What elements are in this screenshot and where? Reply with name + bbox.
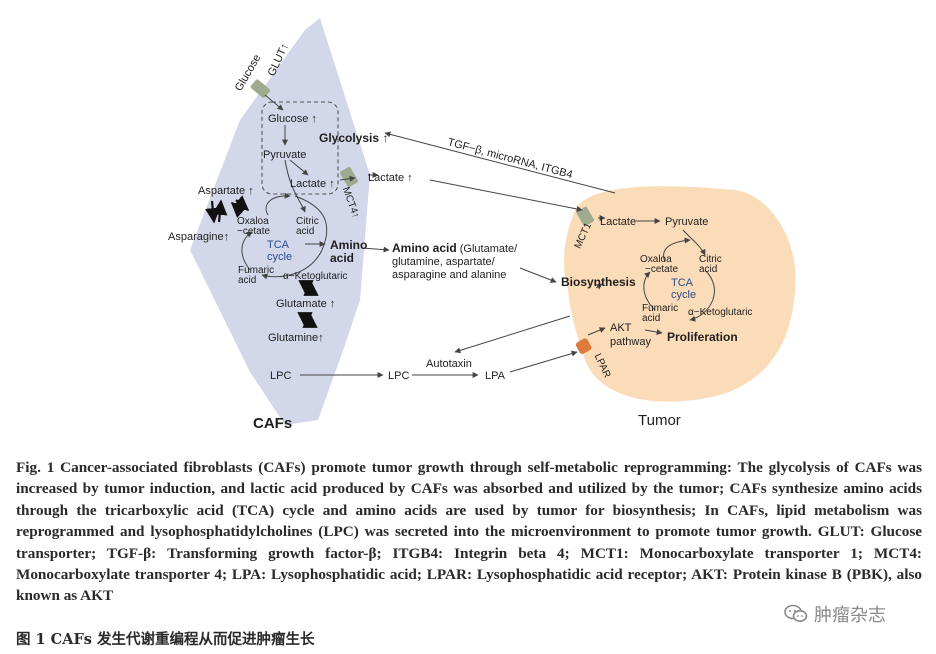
akt-label: AKT [610, 322, 632, 334]
asparagine-label: Asparagine↑ [168, 231, 229, 243]
amino-acid-line2: glutamine, aspartate/ [392, 256, 496, 268]
glycolysis-label: Glycolysis ↑ [319, 131, 388, 145]
amino-acid-rest: (Glutamate/ [457, 243, 518, 255]
tumor-tca-label: TCA [671, 277, 694, 289]
tumor-tca-label-2: cycle [671, 289, 696, 301]
middle-lactate-label: Lactate ↑ [368, 172, 413, 184]
tumor-cell-label: Tumor [638, 412, 681, 429]
glutamine-label: Glutamine↑ [268, 332, 324, 344]
caf-oxaloacetate-label: Oxaloa [237, 216, 269, 227]
caf-lactate-label: Lactate ↑ [290, 178, 335, 190]
caf-ketoglutaric-label: α−Ketoglutaric [283, 271, 347, 282]
caf-amino-acid-label-2: acid [330, 251, 354, 265]
amino-acid-title: Amino acid [392, 241, 457, 255]
tumor-citric-label-2: acid [699, 264, 717, 275]
caf-citric-label-2: acid [296, 226, 314, 237]
amino-acid-line3: asparagine and alanine [392, 269, 506, 281]
tumor-oxaloacetate-label-2: −cetate [645, 264, 679, 275]
amino-acid-text: Amino acid (Glutamate/ [392, 241, 518, 255]
tumor-fumaric-label-2: acid [642, 313, 660, 324]
watermark-text: 肿瘤杂志 [814, 605, 886, 626]
akt-label-2: pathway [610, 336, 651, 348]
aspartate-label: Aspartate ↑ [198, 185, 254, 197]
tumor-fumaric-label: Fumaric [642, 303, 678, 314]
metabolic-diagram: Glucose GLUT↑ Glucose ↑ Pyruvate Lactate… [168, 18, 796, 432]
tumor-pyruvate-label: Pyruvate [665, 216, 708, 228]
mct4-transporter [340, 166, 358, 188]
caf-tca-label: TCA [267, 239, 290, 251]
tumor-citric-label: Citric [699, 254, 722, 265]
watermark: 肿瘤杂志 [784, 600, 914, 628]
tumor-ketoglutaric-label: α−Ketoglutaric [688, 307, 752, 318]
caf-glucose-label: Glucose ↑ [268, 113, 317, 125]
caf-cell [190, 18, 370, 425]
lpa-label: LPA [485, 370, 506, 382]
proliferation-label: Proliferation [667, 330, 738, 344]
lpar-receptor [575, 338, 592, 354]
glutamate-label: Glutamate ↑ [276, 298, 335, 310]
caf-tca-label-2: cycle [267, 251, 292, 263]
caf-pyruvate-label: Pyruvate [263, 149, 306, 161]
caf-oxaloacetate-label-2: −cetate [237, 226, 271, 237]
tumor-cell [564, 186, 796, 402]
caf-lpc-label: LPC [270, 370, 291, 382]
tumor-oxaloacetate-label: Oxaloa [640, 254, 672, 265]
caf-fumaric-label-2: acid [238, 275, 256, 286]
caf-citric-label: Citric [296, 216, 319, 227]
caf-amino-acid-label: Amino [330, 238, 367, 252]
autotaxin-label: Autotaxin [426, 358, 472, 370]
chinese-caption: 图 1 CAFs 发生代谢重编程从而促进肿瘤生长 [16, 631, 315, 648]
middle-lpc-label: LPC [388, 370, 409, 382]
caf-cell-label: CAFs [253, 415, 292, 432]
glut-transporter [250, 79, 270, 98]
biosynthesis-label: Biosynthesis [561, 275, 636, 289]
signal-label: TGF−β, microRNA, ITGB4 [446, 136, 574, 181]
caf-fumaric-label: Fumaric [238, 265, 274, 276]
chat-bubbles-icon [784, 604, 808, 622]
tumor-lactate-label: Lactate [600, 216, 636, 228]
glycolysis-box [261, 101, 339, 195]
figure-caption: Fig. 1 Cancer-associated fibroblasts (CA… [16, 459, 922, 605]
